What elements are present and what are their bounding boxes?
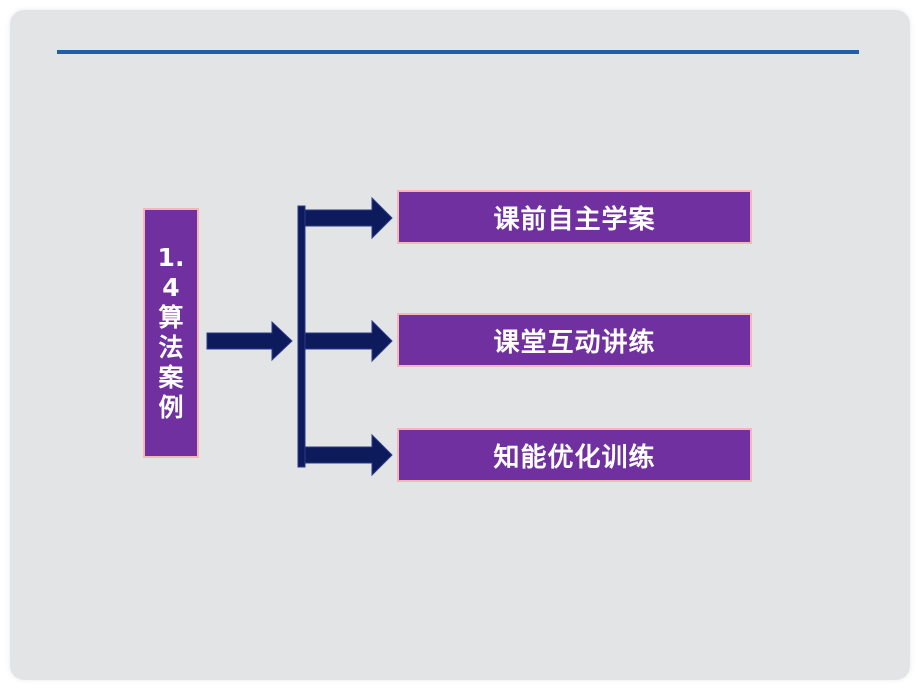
menu-item-practice[interactable]: 知能优化训练 [397,428,752,482]
main-arrow [206,320,293,362]
section-title-char: 算 [158,303,184,332]
branch-arrow-3 [304,433,393,477]
menu-item-label: 课前自主学案 [493,204,656,235]
menu-item-label: 知能优化训练 [493,442,656,473]
section-title-char: 4 [162,273,180,302]
branch-arrow-2 [304,319,393,363]
section-title-char: 1. [157,243,185,272]
menu-item-label: 课堂互动讲练 [493,327,656,358]
slide: 1. 4 算 法 案 例 课前自主学案 课堂互动讲练 知能优化训练 [10,10,910,680]
section-title-box: 1. 4 算 法 案 例 [143,208,199,458]
menu-item-in-class[interactable]: 课堂互动讲练 [397,313,752,367]
section-title-char: 法 [158,333,184,362]
bracket-bar [297,205,306,468]
header-rule [57,50,859,54]
section-title-char: 案 [158,363,184,392]
section-title-char: 例 [158,393,184,422]
branch-arrow-1 [304,196,393,240]
connector-diagram [206,196,393,477]
menu-item-pre-class[interactable]: 课前自主学案 [397,190,752,244]
